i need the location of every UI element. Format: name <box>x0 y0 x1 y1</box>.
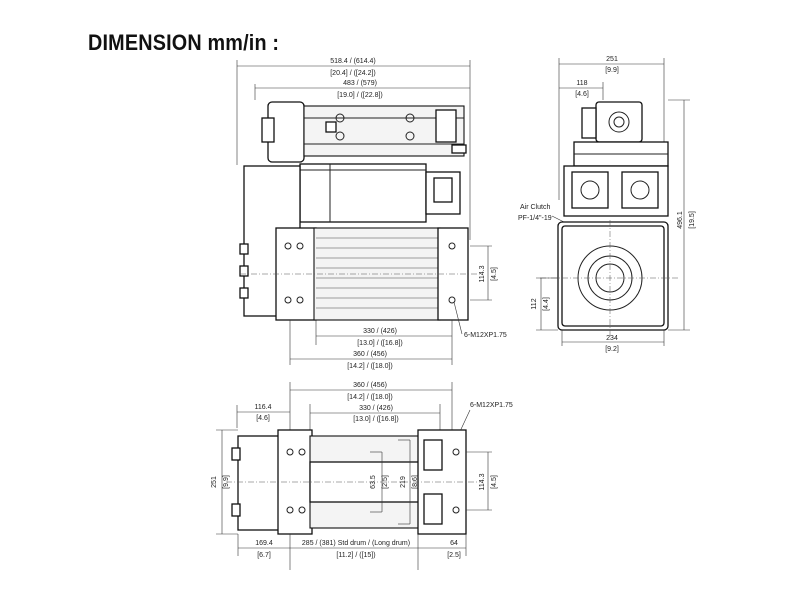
dim-top-height-251: 251 <box>211 476 218 488</box>
front-view: 518.4 / (614.4) [20.4] / ([24.2]) 483 / … <box>236 58 507 370</box>
dim-top-center-63: 63.5 <box>370 475 377 489</box>
front-bolt-callout: 6-M12XP1.75 <box>464 332 507 339</box>
dim-top-drum-285-in: [11.2] / ([15]) <box>336 552 375 559</box>
dim-side-base-234-in: [9.2] <box>605 346 619 353</box>
dim-top-drum-360: 360 / (456) <box>353 382 387 389</box>
dim-drum-360-in: [14.2] / ([18.0]) <box>347 363 393 370</box>
dim-side-height-496-in: [19.5] <box>689 211 696 229</box>
dim-side-width-251: 251 <box>606 56 618 63</box>
dim-motor-width: 483 / (579) <box>343 80 377 87</box>
dim-top-right-114: 114.3 <box>479 473 486 490</box>
dim-side-offset-118-in: [4.6] <box>575 91 589 98</box>
dim-top-bottom-64: 64 <box>450 540 458 547</box>
dim-top-drum-330: 330 / (426) <box>359 405 393 412</box>
dim-top-center-219: 219 <box>400 476 407 488</box>
dim-side-center-112-in: [4.4] <box>543 297 550 311</box>
dim-side-height-496: 496.1 <box>677 211 684 229</box>
dim-side-center-112: 112 <box>531 298 538 309</box>
dim-top-drum-360-in: [14.2] / ([18.0]) <box>347 394 393 401</box>
dim-drum-360: 360 / (456) <box>353 351 387 358</box>
dim-top-bottom-169: 169.4 <box>255 540 273 547</box>
dim-top-left-116-in: [4.6] <box>256 415 270 422</box>
dim-overall-width: 518.4 / (614.4) <box>330 58 376 65</box>
dim-drum-330-in: [13.0] / ([16.8]) <box>357 340 403 347</box>
dim-top-bottom-169-in: [6.7] <box>257 552 271 559</box>
dim-drum-330: 330 / (426) <box>363 328 397 335</box>
dim-top-drum-330-in: [13.0] / ([16.8]) <box>353 416 399 423</box>
dim-side-offset-118: 118 <box>576 80 587 87</box>
dim-top-height-251-in: [9.9] <box>223 475 230 489</box>
dim-height-114-in: [4.5] <box>491 267 498 281</box>
top-bolt-callout: 6-M12XP1.75 <box>470 402 513 409</box>
air-clutch-label: Air Clutch <box>520 204 550 211</box>
dim-top-left-116: 116.4 <box>255 404 272 411</box>
air-clutch-spec: PF-1/4"-19 <box>518 215 552 222</box>
dim-top-drum-285: 285 / (381) Std drum / (Long drum) <box>302 540 410 547</box>
top-view: 360 / (456) [14.2] / ([18.0]) 330 / (426… <box>211 382 513 570</box>
dim-side-width-251-in: [9.9] <box>605 67 619 74</box>
dim-top-center-219-in: [8.6] <box>412 475 419 489</box>
page-title: DIMENSION mm/in : <box>88 30 280 55</box>
dim-height-114: 114.3 <box>479 265 486 282</box>
dim-overall-width-in: [20.4] / ([24.2]) <box>330 70 376 77</box>
dim-top-center-63-in: [2.5] <box>382 475 389 489</box>
dim-top-bottom-64-in: [2.5] <box>447 552 461 559</box>
dim-motor-width-in: [19.0] / ([22.8]) <box>337 92 383 99</box>
dim-top-right-114-in: [4.5] <box>491 475 498 489</box>
side-view: 251 [9.9] 118 [4.6] Air Clutch PF-1/4"-1… <box>518 56 696 353</box>
dim-side-base-234: 234 <box>606 335 618 342</box>
